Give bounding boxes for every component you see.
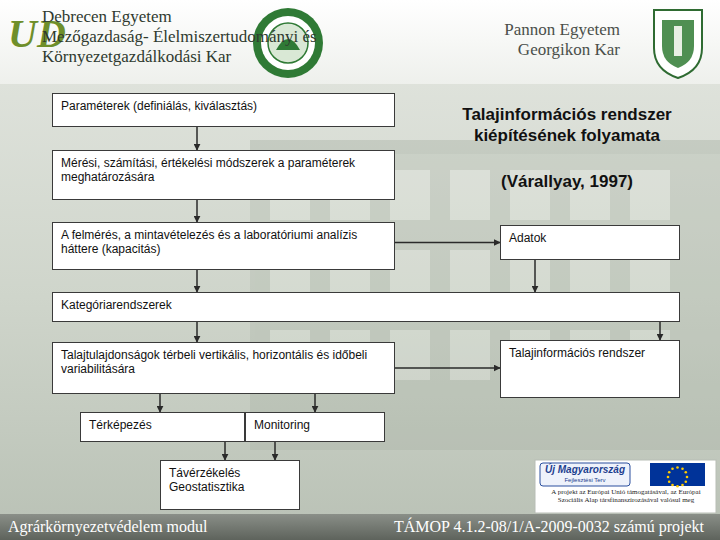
box-text: Monitoring — [254, 418, 376, 432]
citation: (Várallyay, 1997) — [432, 172, 702, 192]
flow-arrow — [395, 242, 500, 244]
box-text: Mérési, számítási, értékelési módszerek … — [61, 156, 386, 184]
flow-arrow — [224, 442, 226, 460]
footer-band — [0, 514, 720, 540]
flow-arrow — [314, 394, 316, 412]
box-text: Adatok — [509, 231, 671, 245]
flow-arrow — [159, 394, 161, 412]
faculty-name-text: Mezőgazdaság- Élelmiszertudományi és — [42, 27, 317, 46]
box-text: Paraméterek (definiálás, kiválasztás) — [61, 99, 386, 113]
slide-title-text: Talajinformációs rendszer kiépítésének f… — [462, 105, 671, 145]
flow-arrow — [659, 322, 661, 340]
university-name: Debrecen Egyetem — [42, 7, 172, 26]
eu-logo-panel — [535, 460, 716, 513]
process-box: Mérési, számítási, értékelési módszerek … — [52, 150, 395, 200]
programme-logo-text-text: Új Magyarország — [545, 464, 625, 475]
module-name-text: Agrárkörnyezetvédelem modul — [8, 518, 207, 535]
process-box: Talajtulajdonságok térbeli vertikális, h… — [52, 342, 395, 394]
faculty-name: Környezetgazdálkodási Kar — [42, 47, 231, 66]
faculty-crest — [654, 10, 702, 78]
university-name: Pannon Egyetem — [440, 20, 620, 39]
flow-arrow — [395, 367, 500, 369]
funding-note: A projekt az Európai Unió támogatásával,… — [538, 488, 714, 504]
flow-arrow — [274, 442, 276, 460]
faculty-name-text: Georgikon Kar — [518, 40, 620, 59]
flow-arrow — [534, 260, 536, 292]
university-name-text: Debrecen Egyetem — [42, 7, 172, 26]
flow-arrow — [196, 322, 198, 342]
box-text: Térképezés — [89, 418, 236, 432]
process-box: Adatok — [500, 225, 680, 260]
box-text: A felmérés, a mintavételezés és a labora… — [61, 228, 386, 256]
funding-note-text: A projekt az Európai Unió támogatásával,… — [551, 488, 700, 504]
flow-arrow — [196, 200, 198, 222]
process-box: A felmérés, a mintavételezés és a labora… — [52, 222, 395, 270]
process-box: Paraméterek (definiálás, kiválasztás) — [52, 93, 395, 127]
process-box: Kategóriarendszerek — [52, 292, 680, 322]
module-name: Agrárkörnyezetvédelem modul — [8, 517, 207, 536]
box-text: Talajinformációs rendszer — [509, 346, 671, 360]
faculty-name: Mezőgazdaság- Élelmiszertudományi és — [42, 27, 317, 46]
project-id-text: TÁMOP 4.1.2-08/1/A-2009-0032 számú proje… — [394, 518, 704, 535]
process-box: Talajinformációs rendszer — [500, 340, 680, 398]
box-text: Távérzékelés Geostatisztika — [169, 466, 291, 494]
programme-logo-text: Új Magyarország — [540, 464, 630, 476]
project-id: TÁMOP 4.1.2-08/1/A-2009-0032 számú proje… — [394, 517, 704, 536]
citation-text: (Várallyay, 1997) — [501, 172, 633, 191]
flow-arrow — [196, 270, 198, 292]
faculty-name-text: Környezetgazdálkodási Kar — [42, 47, 231, 66]
university-name-text: Pannon Egyetem — [504, 20, 620, 39]
faculty-name: Georgikon Kar — [440, 40, 620, 59]
slide-title: Talajinformációs rendszer kiépítésének f… — [432, 104, 702, 146]
box-text: Talajtulajdonságok térbeli vertikális, h… — [61, 348, 386, 376]
programme-logo-subtext-text: Fejlesztési Terv — [564, 477, 605, 483]
process-box: Térképezés — [80, 412, 245, 442]
box-text: Kategóriarendszerek — [61, 298, 671, 312]
process-box: Távérzékelés Geostatisztika — [160, 460, 300, 510]
process-box: Monitoring — [245, 412, 385, 442]
flow-arrow — [196, 127, 198, 150]
programme-logo-subtext: Fejlesztési Terv — [540, 476, 630, 484]
header-band — [0, 0, 720, 84]
